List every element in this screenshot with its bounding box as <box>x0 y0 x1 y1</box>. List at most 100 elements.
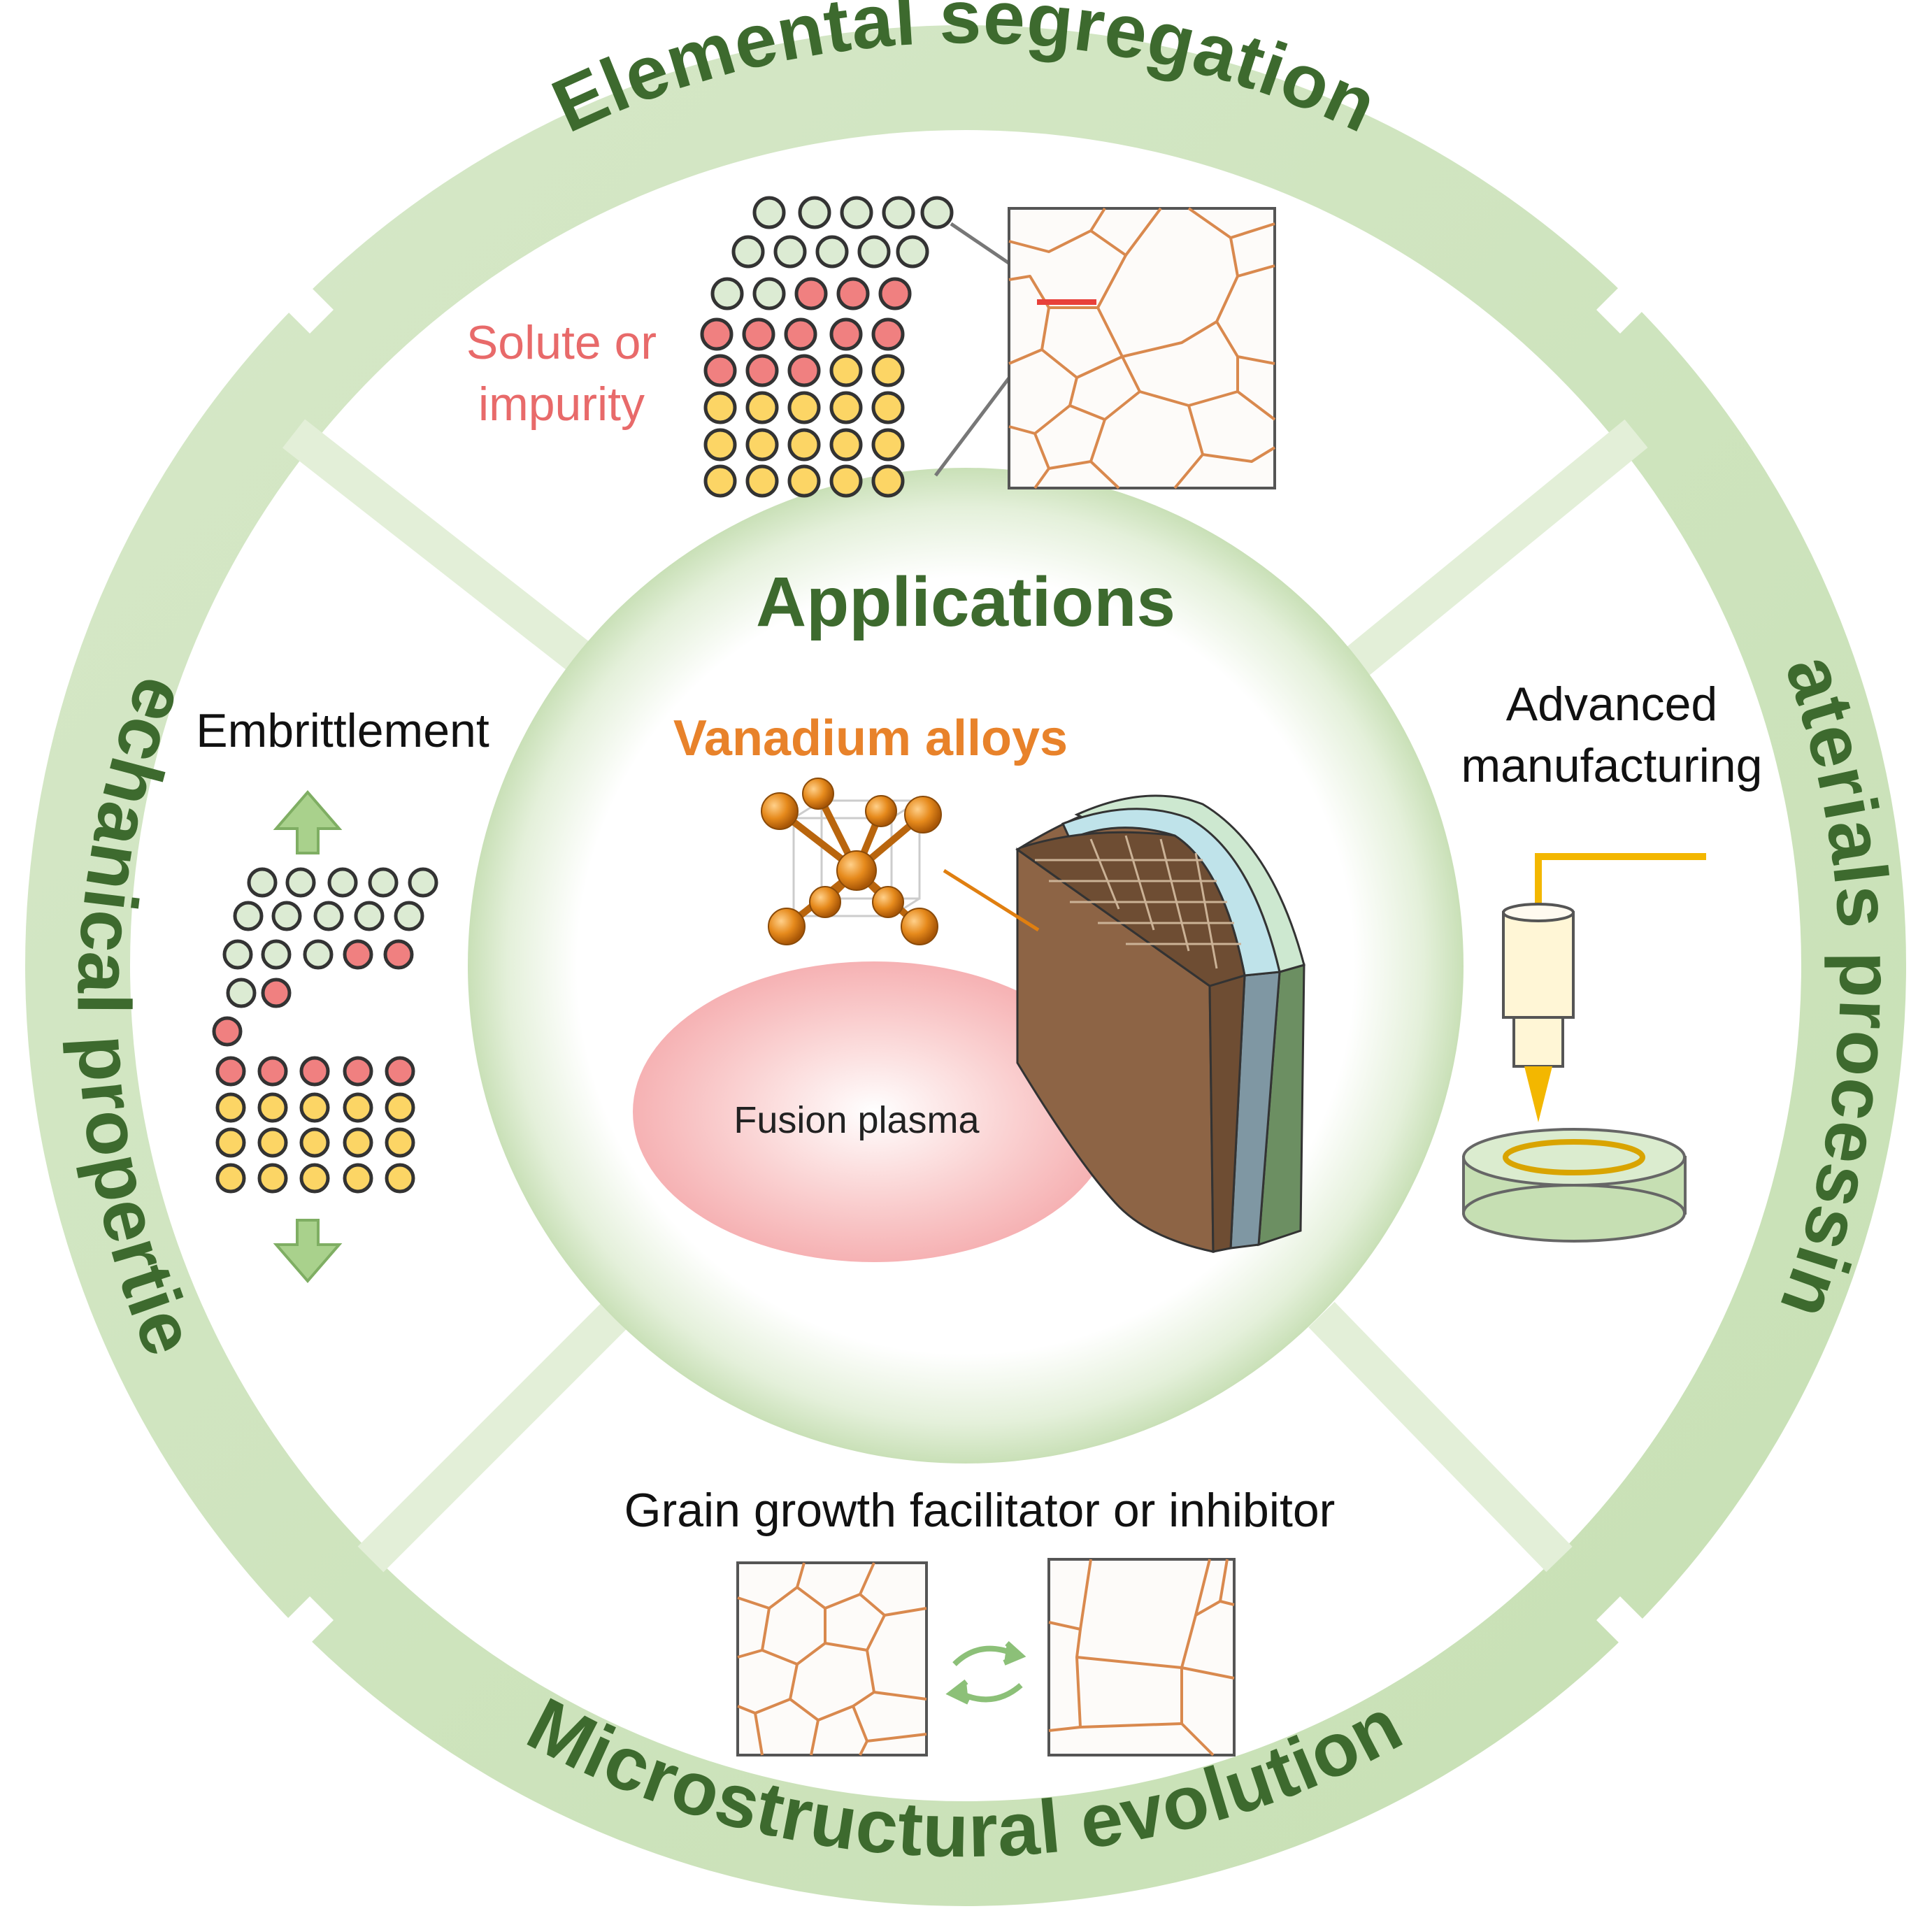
microstructure-label: Grain growth facilitator or inhibitor <box>624 1484 1336 1537</box>
atom <box>215 1056 246 1087</box>
atom <box>212 1016 243 1047</box>
atom <box>354 901 385 931</box>
atom <box>703 391 737 424</box>
atom <box>215 1092 246 1123</box>
atom <box>313 901 344 931</box>
atom <box>829 428 863 461</box>
atom <box>787 354 821 387</box>
atom <box>343 939 373 970</box>
atom <box>233 901 264 931</box>
atom <box>703 354 737 387</box>
atom <box>815 235 849 269</box>
atom <box>226 978 257 1008</box>
atom <box>257 1127 288 1158</box>
atom <box>257 1056 288 1087</box>
atom <box>394 901 424 931</box>
atom <box>343 1056 373 1087</box>
coarse-grains <box>1048 1559 1235 1756</box>
atom <box>385 1056 415 1087</box>
atom <box>871 317 905 351</box>
up-arrow-icon <box>273 789 343 854</box>
atom <box>878 277 912 310</box>
atom <box>745 354 779 387</box>
fine-grains <box>737 1562 927 1756</box>
fusion-plasma <box>633 961 1115 1262</box>
atom <box>299 1163 330 1194</box>
mechanical-atoms <box>212 867 438 1194</box>
atom <box>215 1127 246 1158</box>
atom <box>920 196 954 229</box>
segregation-grains <box>1008 207 1276 489</box>
outer-ring <box>25 25 1906 1906</box>
atom <box>871 428 905 461</box>
atom <box>773 235 807 269</box>
atom <box>408 867 438 898</box>
atom <box>882 196 915 229</box>
atom <box>700 317 734 351</box>
atom <box>215 1163 246 1194</box>
atom <box>871 391 905 424</box>
atom <box>285 867 316 898</box>
atom <box>787 428 821 461</box>
atom <box>261 939 292 970</box>
atom <box>368 867 399 898</box>
cycle-arrows-icon <box>945 1641 1026 1705</box>
blanket-module-icon <box>943 794 1305 1253</box>
atom <box>222 939 253 970</box>
atom <box>703 464 737 498</box>
atom <box>731 235 765 269</box>
atom <box>896 235 929 269</box>
segregation-panel: Solute or impurity <box>466 196 1276 498</box>
bcc-lattice-icon <box>761 778 942 945</box>
atom <box>745 464 779 498</box>
atom <box>257 1163 288 1194</box>
atom <box>871 354 905 387</box>
processing-panel: Advanced manufacturing <box>1461 678 1763 1243</box>
atom <box>787 464 821 498</box>
atom <box>794 277 828 310</box>
atom <box>299 1127 330 1158</box>
atom <box>343 1127 373 1158</box>
plasma-label: Fusion plasma <box>734 1099 980 1141</box>
center-title: Applications <box>756 563 1175 641</box>
atom <box>752 277 786 310</box>
atom <box>710 277 744 310</box>
atom <box>857 235 891 269</box>
segregation-atoms <box>700 196 954 498</box>
down-arrow-icon <box>273 1219 343 1284</box>
atom <box>271 901 302 931</box>
processing-label-line2: manufacturing <box>1461 739 1763 792</box>
atom <box>257 1092 288 1123</box>
atom <box>383 939 414 970</box>
atom <box>261 978 292 1008</box>
processing-label-line1: Advanced <box>1506 678 1717 731</box>
atom <box>745 391 779 424</box>
atom <box>829 391 863 424</box>
atom <box>385 1092 415 1123</box>
fine-grain-box <box>736 1561 928 1756</box>
atom <box>742 317 775 351</box>
ring-dividers <box>156 156 1774 1774</box>
atom <box>703 428 737 461</box>
atom <box>784 317 817 351</box>
atom <box>299 1056 330 1087</box>
mechanical-panel: Embrittlement <box>196 704 489 1284</box>
atom <box>798 196 831 229</box>
build-plate <box>1462 1128 1687 1243</box>
atom <box>829 464 863 498</box>
segregation-label-line1: Solute or <box>466 316 657 369</box>
embrittlement-label: Embrittlement <box>196 704 489 757</box>
atom <box>385 1163 415 1194</box>
atom <box>752 196 786 229</box>
inner-spokes <box>282 419 1648 1573</box>
atom <box>247 867 278 898</box>
atom <box>840 196 873 229</box>
atom <box>829 354 863 387</box>
segregation-label-line2: impurity <box>478 378 645 431</box>
nozzle-icon <box>1502 853 1706 1122</box>
atom <box>343 1163 373 1194</box>
vanadium-title: Vanadium alloys <box>673 710 1068 766</box>
segregation-grain-box <box>1008 207 1276 489</box>
atom <box>836 277 870 310</box>
